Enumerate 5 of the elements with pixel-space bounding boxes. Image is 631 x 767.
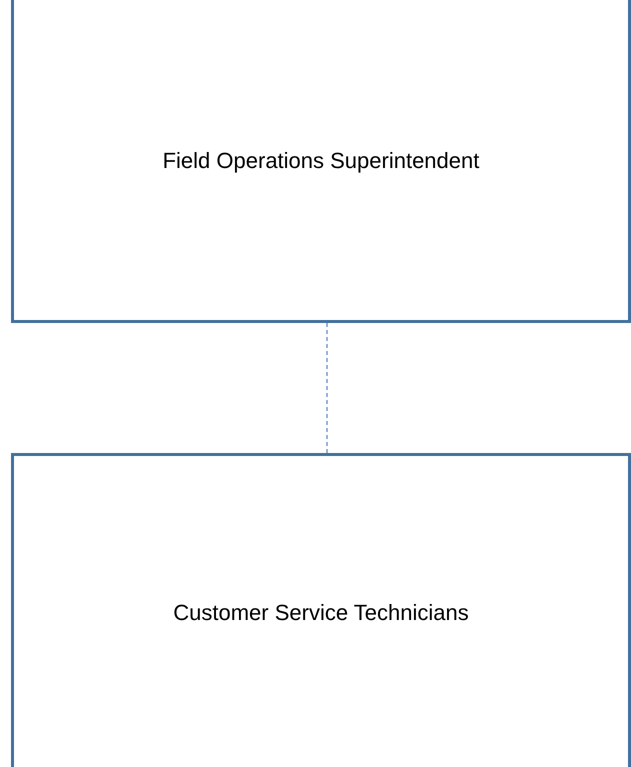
- role-box: [11, 453, 631, 767]
- role-title: Field Operations Superintendent: [162, 146, 480, 175]
- role-box: [11, 0, 631, 323]
- role-title: Customer Service Technicians: [173, 598, 469, 626]
- dashed-connector: [326, 322, 328, 454]
